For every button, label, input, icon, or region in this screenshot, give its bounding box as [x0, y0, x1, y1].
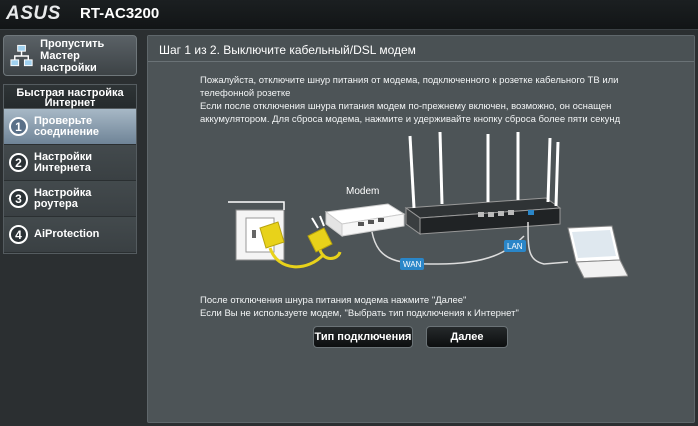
step-number-icon: 1 [9, 117, 28, 136]
step-router-settings[interactable]: 3 Настройка роутера [4, 181, 136, 217]
note-text: После отключения шнура питания модема на… [200, 295, 519, 319]
step-label: AiProtection [34, 228, 100, 240]
step-number-icon: 3 [9, 189, 28, 208]
step-label: Настройка роутера [34, 186, 92, 210]
quick-setup-title: Быстрая настройка Интернет [4, 85, 136, 109]
power-adapter-icon [259, 221, 326, 269]
main-panel: Шаг 1 из 2. Выключите кабельный/DSL моде… [147, 35, 695, 423]
connection-diagram: Modem WAN LAN [228, 132, 628, 279]
laptop-icon [567, 225, 628, 279]
step-number-icon: 4 [9, 225, 28, 244]
step-check-connection[interactable]: 1 Проверьте соединение [4, 109, 136, 145]
unplugged-plug-icon [307, 215, 342, 260]
step-aiprotection[interactable]: 4 AiProtection [4, 217, 136, 253]
modem-icon [324, 203, 406, 237]
page-title: Шаг 1 из 2. Выключите кабельный/DSL моде… [148, 36, 694, 62]
lan-cable [527, 221, 569, 265]
modem-label: Modem [346, 186, 379, 197]
next-button[interactable]: Далее [426, 326, 508, 348]
wan-cable [371, 231, 525, 265]
skip-wizard-button[interactable]: Пропустить Мастер настройки [3, 35, 137, 76]
wan-label: WAN [403, 260, 422, 269]
step-label: Настройки Интернета [34, 150, 93, 174]
asus-logo: ASUS [6, 3, 61, 24]
step-number-icon: 2 [9, 153, 28, 172]
network-icon [10, 44, 33, 66]
instructions-text: Пожалуйста, отключите шнур питания от мо… [200, 75, 621, 125]
lan-badge [504, 240, 526, 252]
skip-wizard-label: Пропустить Мастер настройки [40, 37, 105, 74]
wan-badge [400, 258, 424, 270]
step-internet-settings[interactable]: 2 Настройки Интернета [4, 145, 136, 181]
connection-type-button[interactable]: Тип подключения [313, 326, 413, 348]
quick-setup-panel: Быстрая настройка Интернет 1 Проверьте с… [3, 84, 137, 254]
step-label: Проверьте соединение [34, 114, 99, 138]
top-header: ASUS RT-AC3200 [0, 0, 698, 30]
model-name: RT-AC3200 [80, 5, 160, 22]
router-icon [404, 132, 562, 235]
lan-label: LAN [507, 242, 523, 251]
